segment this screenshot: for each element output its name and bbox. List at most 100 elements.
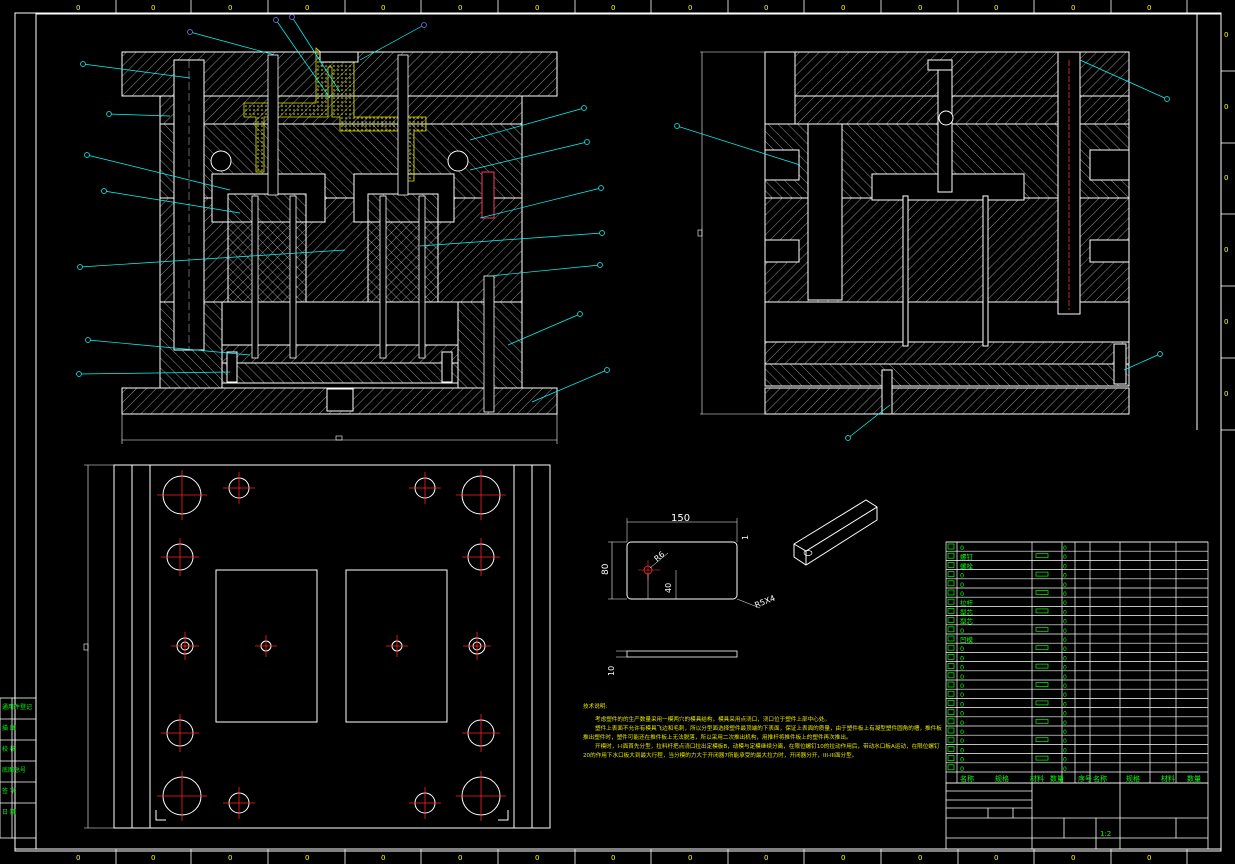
bom-row-qty: 0 bbox=[1063, 665, 1067, 672]
bom-row-name: 0 bbox=[960, 737, 964, 745]
bom-row-name: 0 bbox=[960, 682, 964, 690]
zone-number: 0 bbox=[688, 854, 692, 862]
notes-line-1: 考虑塑件的的生产数量采用一模两穴的模具结构，模具采用点浇口，浇口位于塑件上部中心… bbox=[595, 716, 830, 723]
bom-row-name: 0 bbox=[960, 664, 964, 672]
bom-row-qty: 0 bbox=[1063, 563, 1067, 570]
bom-row-name: 0 bbox=[960, 673, 964, 681]
cavity-outline-left bbox=[215, 569, 318, 723]
bom-header-cell: 名称 bbox=[1093, 774, 1107, 783]
side-section-view bbox=[697, 51, 1130, 415]
bom-row-name: 0 bbox=[960, 728, 964, 736]
zone-number: 0 bbox=[841, 854, 845, 862]
bom-row-qty: 0 bbox=[1063, 637, 1067, 644]
ejector-plate bbox=[221, 362, 459, 384]
bom-row-name: 0 bbox=[960, 719, 964, 727]
title-block: 1:2 bbox=[945, 782, 1209, 850]
bom-row-name: 螺钉 bbox=[960, 552, 974, 561]
runner-system bbox=[243, 47, 427, 182]
zone-number: 0 bbox=[458, 4, 462, 12]
zone-number: 0 bbox=[535, 854, 539, 862]
zone-number: 0 bbox=[305, 854, 309, 862]
technical-notes: 技术说明: 考虑塑件的的生产数量采用一模两穴的模具结构，模具采用点浇口，浇口位于… bbox=[583, 703, 943, 760]
zone-number: 0 bbox=[151, 854, 155, 862]
zone-number: 0 bbox=[688, 4, 692, 12]
ejector-hole bbox=[326, 388, 354, 412]
zone-number: 0 bbox=[764, 4, 768, 12]
notes-line-2: 塑件上表面不允许有模具飞边和毛刺，所以分型面选择塑件最顶端的下表面，保证上表面的… bbox=[583, 725, 942, 741]
part-outline bbox=[626, 541, 738, 600]
notes-title: 技术说明: bbox=[583, 704, 608, 710]
strip-label: 校 核 bbox=[2, 745, 16, 753]
strip-label: 通用件登记 bbox=[2, 703, 32, 711]
zone-number: 0 bbox=[611, 4, 615, 12]
zone-number: 0 bbox=[305, 4, 309, 12]
bom-row-name: 0 bbox=[960, 765, 964, 773]
bom-row-qty: 0 bbox=[1063, 545, 1067, 552]
bom-header-cell: 规格 bbox=[995, 774, 1009, 783]
bom-row-name: 螺栓 bbox=[960, 561, 974, 570]
zone-number: 0 bbox=[76, 854, 80, 862]
zone-number: 0 bbox=[1224, 318, 1228, 326]
title-scale: 1:2 bbox=[1100, 830, 1111, 838]
bom-row-qty: 0 bbox=[1063, 701, 1067, 708]
zone-number: 0 bbox=[1224, 390, 1228, 398]
zone-number: 0 bbox=[764, 854, 768, 862]
bom-row-qty: 0 bbox=[1063, 729, 1067, 736]
main-section-view bbox=[121, 47, 558, 444]
bom-row-name: 0 bbox=[960, 581, 964, 589]
leader-lines-side bbox=[674, 59, 1170, 441]
zone-number: 0 bbox=[1224, 31, 1228, 39]
bom-row-name: 0 bbox=[960, 590, 964, 598]
dim-hole-x: 40 bbox=[664, 583, 673, 593]
bom-row-qty: 0 bbox=[1063, 720, 1067, 727]
bom-row-qty: 0 bbox=[1063, 609, 1067, 616]
bom-row-name: 0 bbox=[960, 700, 964, 708]
bom-row-name: 0 bbox=[960, 710, 964, 718]
zone-number: 0 bbox=[1224, 246, 1228, 254]
bom-row-name: 0 bbox=[960, 654, 964, 662]
bom-row-qty: 0 bbox=[1063, 747, 1067, 754]
bom-row-name: 凹模 bbox=[960, 635, 974, 644]
cooling-hole bbox=[447, 150, 469, 172]
bom-header-cell: 序号 bbox=[1078, 774, 1092, 783]
bom-row-name: 0 bbox=[960, 691, 964, 699]
strip-label: 描 图 bbox=[2, 724, 16, 732]
bom-row-qty: 0 bbox=[1063, 683, 1067, 690]
bom-row-qty: 0 bbox=[1063, 655, 1067, 662]
bom-row-qty: 0 bbox=[1063, 628, 1067, 635]
zone-number: 0 bbox=[151, 4, 155, 12]
cooling-hole bbox=[210, 150, 232, 172]
zone-number: 0 bbox=[535, 4, 539, 12]
zone-number: 0 bbox=[228, 4, 232, 12]
bom-row-qty: 0 bbox=[1063, 646, 1067, 653]
bom-row-name: 0 bbox=[960, 645, 964, 653]
zone-number: 0 bbox=[994, 4, 998, 12]
zone-number: 0 bbox=[1147, 854, 1151, 862]
bom-header-cell: 材料 bbox=[1030, 774, 1044, 783]
bom-row-qty: 0 bbox=[1063, 738, 1067, 745]
strip-label: 签 字 bbox=[2, 787, 16, 795]
bom-row-qty: 0 bbox=[1063, 591, 1067, 598]
bom-header-cell: 数量 bbox=[1187, 774, 1201, 783]
bom-row-qty: 0 bbox=[1063, 711, 1067, 718]
part-drawing: 150 80 40 R6 R5X4 1 10 bbox=[601, 499, 878, 676]
dim-height: 80 bbox=[601, 563, 611, 575]
bom-row-name: 0 bbox=[960, 572, 964, 580]
zone-number: 0 bbox=[381, 4, 385, 12]
cavity-outline-right bbox=[345, 569, 448, 723]
dim-length: 150 bbox=[671, 513, 690, 524]
zone-number: 0 bbox=[458, 854, 462, 862]
bom-row-qty: 0 bbox=[1063, 582, 1067, 589]
zone-number: 0 bbox=[918, 854, 922, 862]
bom-row-name: 型芯 bbox=[960, 617, 974, 626]
bom-row-qty: 0 bbox=[1063, 600, 1067, 607]
bom-row-qty: 0 bbox=[1063, 674, 1067, 681]
dim-radius: R6 bbox=[653, 550, 667, 564]
ejector-pins bbox=[251, 54, 495, 413]
zone-number: 0 bbox=[381, 854, 385, 862]
zone-number: 0 bbox=[994, 854, 998, 862]
